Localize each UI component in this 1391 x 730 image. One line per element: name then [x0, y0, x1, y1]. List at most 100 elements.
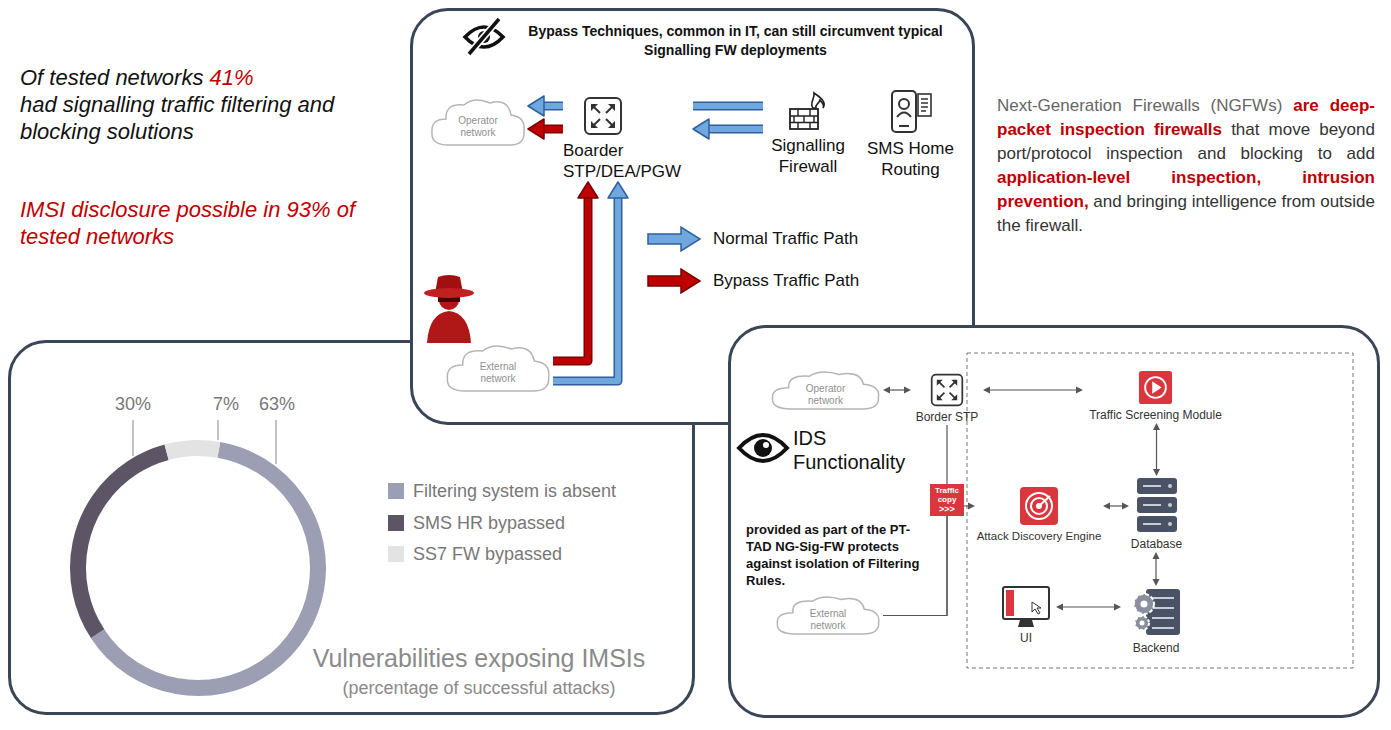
- device-label: Signalling Firewall: [763, 135, 853, 177]
- leader-lines-part: [217, 420, 218, 440]
- monitor-icon-part: [1006, 590, 1014, 616]
- connector-line: [553, 196, 618, 381]
- monitor-icon-part: [1032, 602, 1041, 614]
- discovery-engine-icon-part: [1026, 493, 1052, 519]
- device-label: Traffic Screening Module: [1083, 408, 1228, 423]
- device-label: SMS Home Routing: [863, 138, 958, 180]
- arrow-head: [968, 503, 975, 510]
- panel-frame: IDS Functionalityprovided as part of the…: [728, 325, 1380, 718]
- arrow-head: [1122, 503, 1129, 510]
- device-label: Boarder STP/DEA/PGW: [563, 140, 693, 182]
- device-node: Border STP: [911, 373, 983, 425]
- connector-line: [989, 389, 1077, 390]
- device-node: Backend: [1121, 586, 1191, 656]
- discovery-engine-icon-part: [1039, 496, 1050, 506]
- connector-outline: [553, 196, 588, 361]
- dashed-group-box: [967, 353, 1353, 668]
- connector-line: [553, 196, 588, 361]
- connector: [1153, 423, 1160, 476]
- legend-text: Bypass Traffic Path: [713, 270, 859, 292]
- text-block: IMSI disclosure possible in 93% of teste…: [20, 196, 405, 250]
- arrow-head: [983, 387, 990, 394]
- connector: [693, 106, 763, 107]
- eye-icon-part: [739, 435, 787, 461]
- monitor-icon: [1002, 586, 1050, 628]
- backend-icon-part: [1152, 598, 1174, 628]
- connector-outline: [542, 125, 563, 134]
- donut-chart-part: [59, 429, 337, 707]
- leader-lines: [133, 420, 276, 464]
- device-node: Attack Discovery Engine: [975, 486, 1103, 544]
- connector: [1153, 552, 1160, 586]
- arrow-head: [528, 119, 544, 139]
- connector: [1103, 503, 1129, 510]
- legend-text: SMS HR bypassed: [413, 512, 565, 534]
- router-icon-part: [937, 394, 943, 400]
- discovery-engine-icon: [1019, 486, 1059, 526]
- icon-holder: [563, 96, 693, 136]
- panel-heading: IDS Functionality: [793, 426, 918, 474]
- leader-lines-part: [275, 420, 276, 464]
- legend-swatch: [388, 483, 404, 499]
- stat-text: had signalling traffic filtering and blo…: [20, 91, 412, 145]
- arrow-head: [904, 387, 911, 394]
- router-icon-part: [592, 105, 614, 127]
- arrow-head: [1103, 503, 1110, 510]
- device-node: SMS Home Routing: [863, 89, 958, 180]
- connector-outline: [542, 102, 563, 111]
- cloud-label: External network: [468, 361, 529, 385]
- edge-label: Traffic copy: [932, 486, 962, 504]
- panel-text: (percentage of successful attacks): [273, 677, 685, 699]
- backend-icon-part: [1141, 601, 1148, 608]
- connector-line: [707, 126, 763, 132]
- device-label: Backend: [1121, 641, 1191, 656]
- icon-holder: [863, 89, 958, 134]
- screening-module-icon-part: [1145, 377, 1166, 398]
- arrow-head: [693, 119, 709, 139]
- eye-icon-part: [763, 442, 769, 448]
- eye-slash-icon: [465, 19, 503, 54]
- arrow-head: [1076, 387, 1083, 394]
- connector: [1056, 604, 1121, 611]
- monitor-icon-part: [1018, 620, 1034, 627]
- connector: [553, 182, 598, 361]
- stat-highlight: IMSI disclosure possible in 93% of teste…: [20, 197, 355, 249]
- connector-line: [542, 126, 563, 132]
- connector: [528, 96, 563, 116]
- device-label: Database: [1129, 537, 1184, 552]
- router-icon-part: [932, 375, 963, 406]
- screening-module-icon-part: [1152, 381, 1161, 393]
- device-label: Attack Discovery Engine: [975, 529, 1103, 544]
- bypass-path-sample: [648, 269, 700, 293]
- connector-line: [1109, 505, 1123, 506]
- legend-text: Filtering system is absent: [413, 480, 616, 502]
- legend-text: Normal Traffic Path: [713, 228, 858, 250]
- legend-row: Bypass Traffic Path: [713, 270, 859, 292]
- database-icon: [1135, 476, 1179, 534]
- firewall-icon-part: [790, 109, 818, 129]
- panel-heading: Vulnerabilities exposing IMSIs: [273, 643, 685, 673]
- normal-path-sample: [648, 227, 700, 251]
- database-icon-part: [1168, 484, 1172, 488]
- attacker-figure-part: [424, 288, 474, 298]
- database-icon-part: [1143, 486, 1161, 524]
- legend-row: SS7 FW bypassed: [388, 543, 562, 565]
- router-icon-part: [591, 121, 598, 128]
- eye-icon: [739, 435, 787, 461]
- phone-icon: [888, 89, 933, 134]
- discovery-engine-icon-part: [1020, 487, 1058, 525]
- cloud-node: Operator network: [428, 95, 528, 150]
- connector: [883, 387, 911, 394]
- legend-row: Normal Traffic Path: [713, 228, 858, 250]
- router-icon-part: [585, 98, 621, 134]
- arrow-head: [578, 182, 598, 198]
- phone-icon-part: [899, 125, 909, 127]
- cloud-node: External network: [773, 593, 883, 638]
- edge-label-badge: Traffic copy>>>: [930, 484, 964, 516]
- attacker-figure-part: [427, 311, 471, 343]
- router-icon: [583, 96, 623, 136]
- body-text: Next-Generation Firewalls (NGFWs): [997, 96, 1282, 115]
- router-icon-part: [951, 380, 957, 386]
- connector-outline: [707, 125, 763, 134]
